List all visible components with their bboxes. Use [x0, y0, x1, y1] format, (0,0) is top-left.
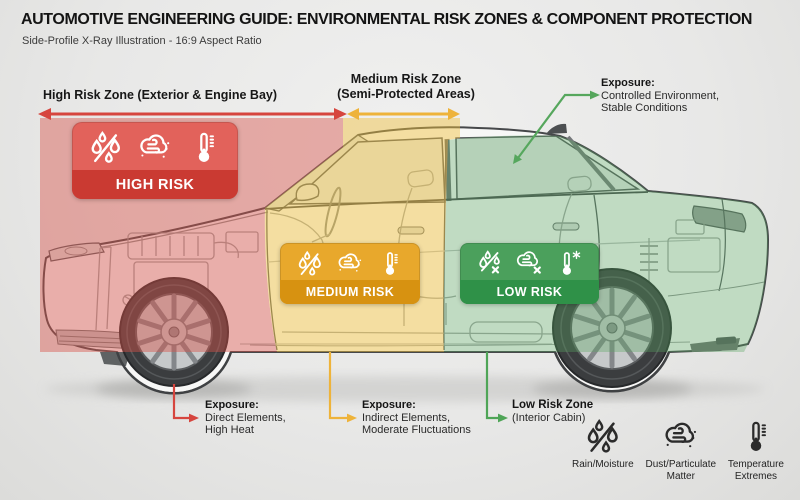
controlled-exposure-title: Exposure:	[601, 77, 655, 89]
medium-zone-label-line1: Medium Risk Zone	[350, 72, 462, 86]
low-risk-badge: LOW RISK	[460, 243, 599, 304]
indirect-exposure-leader	[328, 352, 357, 423]
legend-dust-label-line1: Dust/Particulate	[645, 459, 717, 470]
legend-temp-label-line1: Temperature	[727, 459, 784, 470]
legend-temp-label: Temperature Extremes	[728, 459, 784, 482]
rain-icon	[584, 418, 622, 456]
low-zone-note-line2: (Interior Cabin)	[512, 411, 586, 424]
low-zone-note: Low Risk Zone (Interior Cabin)	[512, 399, 593, 424]
rain-crossed-icon	[477, 250, 505, 278]
legend-rain-label: Rain/Moisture	[572, 459, 634, 470]
high-risk-badge: HIGH RISK	[72, 122, 238, 199]
indirect-exposure-line2: Moderate Fluctuations	[362, 424, 471, 436]
high-risk-badge-label: HIGH RISK	[72, 170, 238, 199]
legend-dust-label-line2: Matter	[666, 470, 695, 482]
indirect-exposure-note: Exposure: Indirect Elements, Moderate Fl…	[362, 399, 471, 437]
controlled-exposure-note: Exposure: Controlled Environment, Stable…	[601, 77, 719, 115]
rain-icon	[296, 250, 324, 278]
thermometer-icon	[186, 130, 222, 166]
legend-item-dust: Dust/Particulate Matter	[645, 418, 716, 482]
low-zone-note-line1: Low Risk Zone	[512, 399, 594, 411]
controlled-exposure-line1: Controlled Environment,	[601, 89, 720, 102]
xray-details	[95, 169, 721, 347]
legend-item-rain: Rain/Moisture	[572, 418, 634, 482]
dust-crossed-icon	[516, 250, 544, 278]
dust-icon	[661, 418, 701, 456]
indirect-exposure-title: Exposure:	[362, 399, 416, 411]
front-wheel	[119, 277, 229, 387]
medium-risk-badge-label: MEDIUM RISK	[280, 280, 420, 304]
controlled-exposure-line2: Stable Conditions	[601, 102, 688, 114]
direct-exposure-line2: High Heat	[205, 424, 254, 436]
rain-icon	[88, 130, 124, 166]
medium-zone-label: Medium Risk Zone (Semi-Protected Areas)	[331, 72, 481, 101]
legend-item-temp: Temperature Extremes	[728, 418, 784, 482]
dust-icon	[336, 250, 364, 278]
thermometer-icon	[738, 418, 774, 456]
thermometer-snowflake-icon	[555, 250, 583, 278]
medium-zone-span-arrow	[347, 108, 460, 120]
direct-exposure-line1: Direct Elements,	[205, 411, 286, 424]
direct-exposure-note: Exposure: Direct Elements, High Heat	[205, 399, 286, 437]
controlled-exposure-leader	[513, 90, 600, 164]
low-zone-leader	[485, 352, 508, 423]
indirect-exposure-line1: Indirect Elements,	[362, 411, 451, 424]
high-zone-label: High Risk Zone (Exterior & Engine Bay)	[42, 88, 278, 102]
page-title: AUTOMOTIVE ENGINEERING GUIDE: ENVIRONMEN…	[21, 11, 753, 28]
thermometer-icon	[376, 250, 404, 278]
legend: Rain/Moisture Dust/Particulate Matter Te…	[572, 418, 784, 482]
low-risk-badge-label: LOW RISK	[460, 280, 599, 304]
legend-temp-label-line2: Extremes	[734, 470, 778, 482]
direct-exposure-title: Exposure:	[205, 399, 259, 411]
legend-dust-label: Dust/Particulate Matter	[645, 459, 716, 482]
rear-wheel	[552, 268, 672, 388]
medium-risk-badge: MEDIUM RISK	[280, 243, 420, 304]
dust-icon	[137, 130, 173, 166]
direct-exposure-leader	[172, 384, 199, 423]
medium-zone-label-line2: (Semi-Protected Areas)	[337, 86, 475, 101]
high-zone-span-arrow	[38, 108, 347, 120]
page-subtitle: Side-Profile X-Ray Illustration - 16:9 A…	[22, 35, 262, 47]
